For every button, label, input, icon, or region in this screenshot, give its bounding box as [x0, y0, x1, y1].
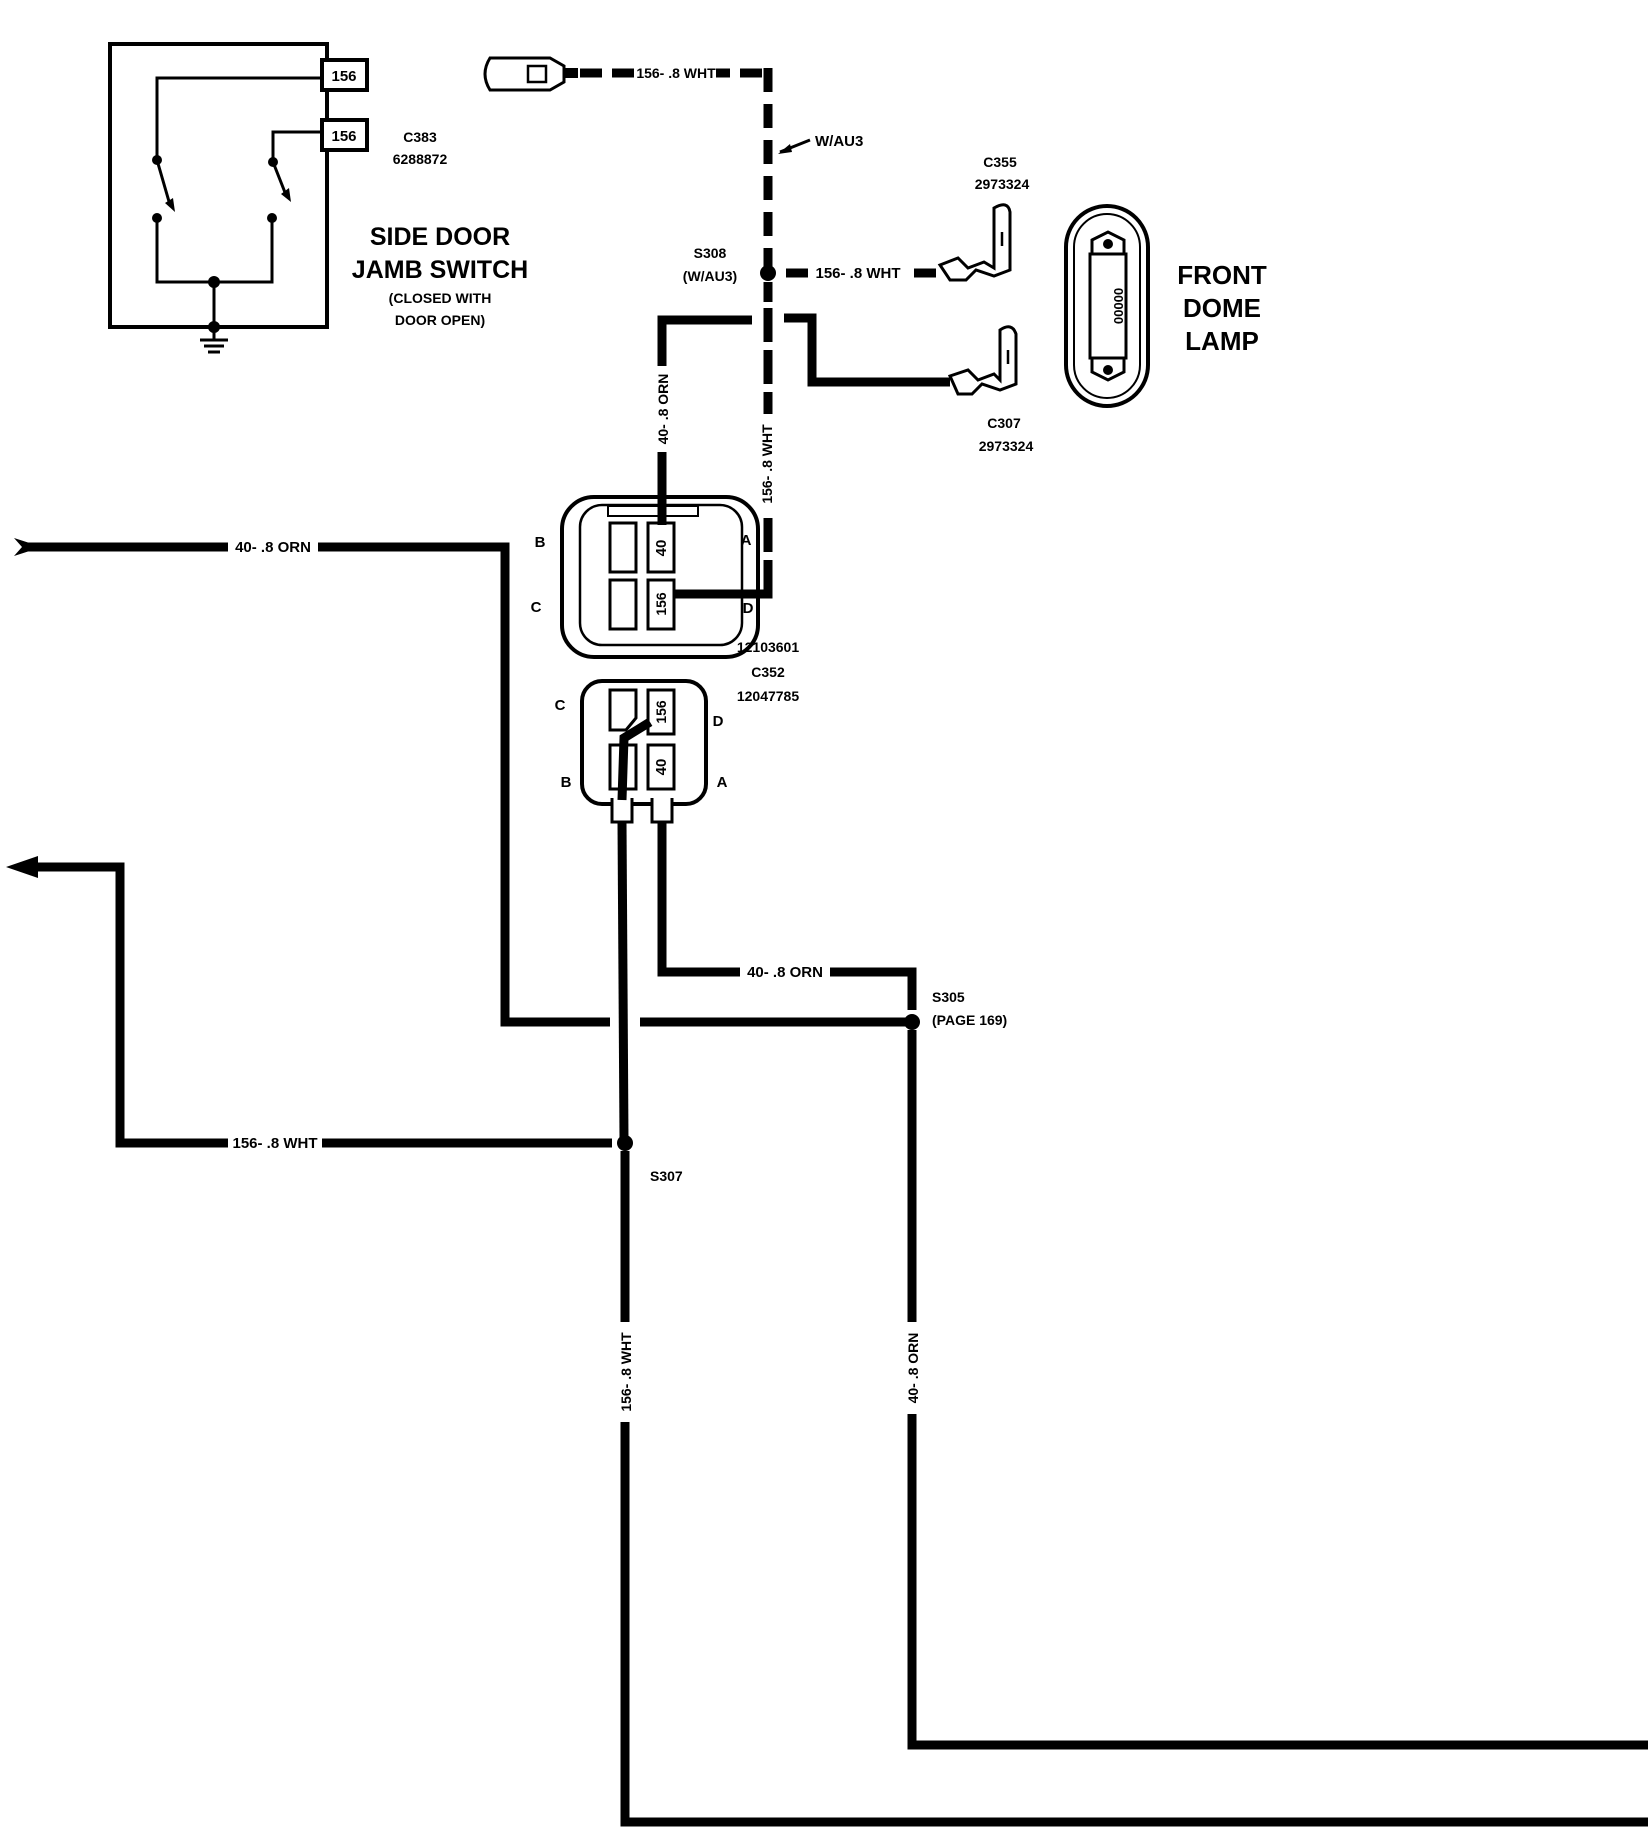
wire-label-bottom-orn: 40- .8 ORN — [905, 1333, 921, 1404]
s308-note: (W/AU3) — [683, 268, 737, 284]
switch-title-line2: JAMB SWITCH — [352, 256, 528, 284]
c355-part: 2973324 — [975, 176, 1030, 192]
wire-label-lower-orn: 40- .8 ORN — [747, 964, 823, 981]
c352-part: 12047785 — [737, 688, 800, 704]
switch-pin-top — [320, 58, 369, 92]
c355-terminal-icon — [937, 203, 1012, 282]
connector-lower: 156 40 — [580, 679, 708, 824]
connector-upper-cavity-40: 40 — [653, 540, 670, 557]
outgoing-arrow-icon — [6, 856, 38, 878]
lower-pin-b: B — [561, 774, 572, 791]
s305-note: (PAGE 169) — [932, 1012, 1007, 1028]
wire-label-top-wht: 156- .8 WHT — [636, 65, 716, 81]
wire-label-s307-wht: 156- .8 WHT — [232, 1135, 317, 1152]
c383-part: 6288872 — [393, 151, 448, 167]
terminal-plug-icon — [483, 56, 578, 92]
connector-upper-cavity-156: 156 — [653, 592, 669, 616]
s307-id: S307 — [650, 1168, 683, 1184]
upper-pin-a: A — [741, 532, 752, 549]
upper-connector-part: 12103601 — [737, 639, 800, 655]
switch-pin-bottom-label: 156 — [331, 128, 356, 145]
switch-note-line2: DOOR OPEN) — [395, 312, 485, 328]
connector-lower-cavity-40: 40 — [653, 759, 670, 776]
connector-upper: 40 156 — [560, 495, 760, 659]
lower-pin-d: D — [713, 713, 724, 730]
c383-id: C383 — [403, 129, 437, 145]
c307-id: C307 — [987, 415, 1021, 431]
lamp-title-line3: LAMP — [1185, 326, 1259, 356]
s308-id: S308 — [694, 245, 727, 261]
lamp-title-line2: DOME — [1183, 293, 1261, 323]
option-label-wau3: W/AU3 — [815, 133, 863, 150]
s305-id: S305 — [932, 989, 965, 1005]
upper-pin-c: C — [531, 599, 542, 616]
switch-pin-top-label: 156 — [331, 68, 356, 85]
wire-label-vertical-wht: 156- .8 WHT — [759, 424, 775, 504]
ground-icon — [200, 338, 228, 354]
switch-title-line1: SIDE DOOR — [370, 223, 510, 251]
lamp-title-line1: FRONT — [1177, 260, 1267, 290]
lower-pin-c: C — [555, 697, 566, 714]
wire-label-s308-wht: 156- .8 WHT — [815, 265, 900, 282]
side-door-jamb-switch: 156 156 SIDE DOOR JAMB SWITCH (CLOSED WI… — [108, 42, 528, 354]
switch-pin-bottom — [320, 118, 369, 152]
wire-label-upper-orn: 40- .8 ORN — [655, 374, 671, 445]
splice-s308 — [760, 265, 776, 281]
splice-s305 — [904, 1014, 920, 1030]
c355-id: C355 — [983, 154, 1017, 170]
upper-pin-b: B — [535, 534, 546, 551]
c307-terminal-icon — [947, 325, 1018, 396]
splice-s307 — [617, 1135, 633, 1151]
connector-lower-cavity-156: 156 — [653, 700, 669, 724]
wire-label-left-orn: 40- .8 ORN — [235, 539, 311, 556]
lamp-filament-label: 00000 — [1111, 288, 1126, 324]
wire-label-bottom-wht: 156- .8 WHT — [618, 1332, 634, 1412]
upper-pin-d: D — [743, 600, 754, 617]
c352-id: C352 — [751, 664, 785, 680]
switch-note-line1: (CLOSED WITH — [389, 290, 492, 306]
lower-pin-a: A — [717, 774, 728, 791]
c307-part: 2973324 — [979, 438, 1034, 454]
front-dome-lamp-icon: 00000 — [1064, 204, 1150, 408]
